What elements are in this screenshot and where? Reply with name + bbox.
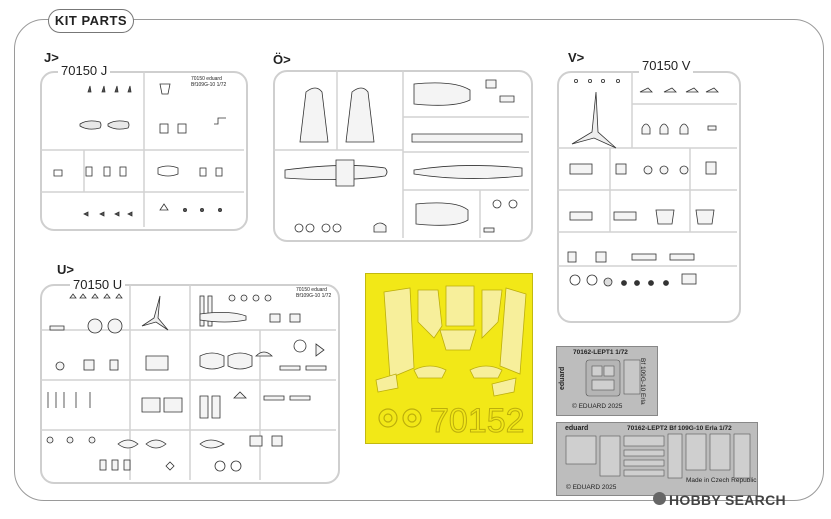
sprue-j-letter: J> [44,50,59,65]
sprue-o-letter: Ö> [273,52,291,67]
sprue-j-stamp: 70150 eduard Bf109G-10 1/72 [191,76,227,88]
mask-code: 70152 [430,402,525,440]
pe2-brand: eduard [565,425,589,432]
sprue-j-code: 70150 J [58,63,111,78]
sprue-u-letter: U> [57,262,74,277]
sprue-u-stamp: 70150 eduard Bf109G-10 1/72 [296,287,332,299]
hobby-search-logo-icon [653,492,666,505]
pe1-code: 70162-LEPT1 1/72 [573,349,628,356]
sprue-u-code: 70150 U [70,277,126,292]
kit-parts-frame [14,19,824,501]
pe2-header: 70162-LEPT2 Bf 109G-10 Erla 1/72 [627,425,732,432]
pe2-origin: Made in Czech Republic [686,477,757,484]
kit-parts-title: KIT PARTS [48,9,134,33]
sprue-v-letter: V> [568,50,585,65]
sprue-v-code: 70150 V [639,58,694,73]
watermark: HOBBY SEARCH [669,492,786,508]
pe1-copyright: © EDUARD 2025 [572,403,623,410]
pe2-copyright: © EDUARD 2025 [566,484,617,491]
